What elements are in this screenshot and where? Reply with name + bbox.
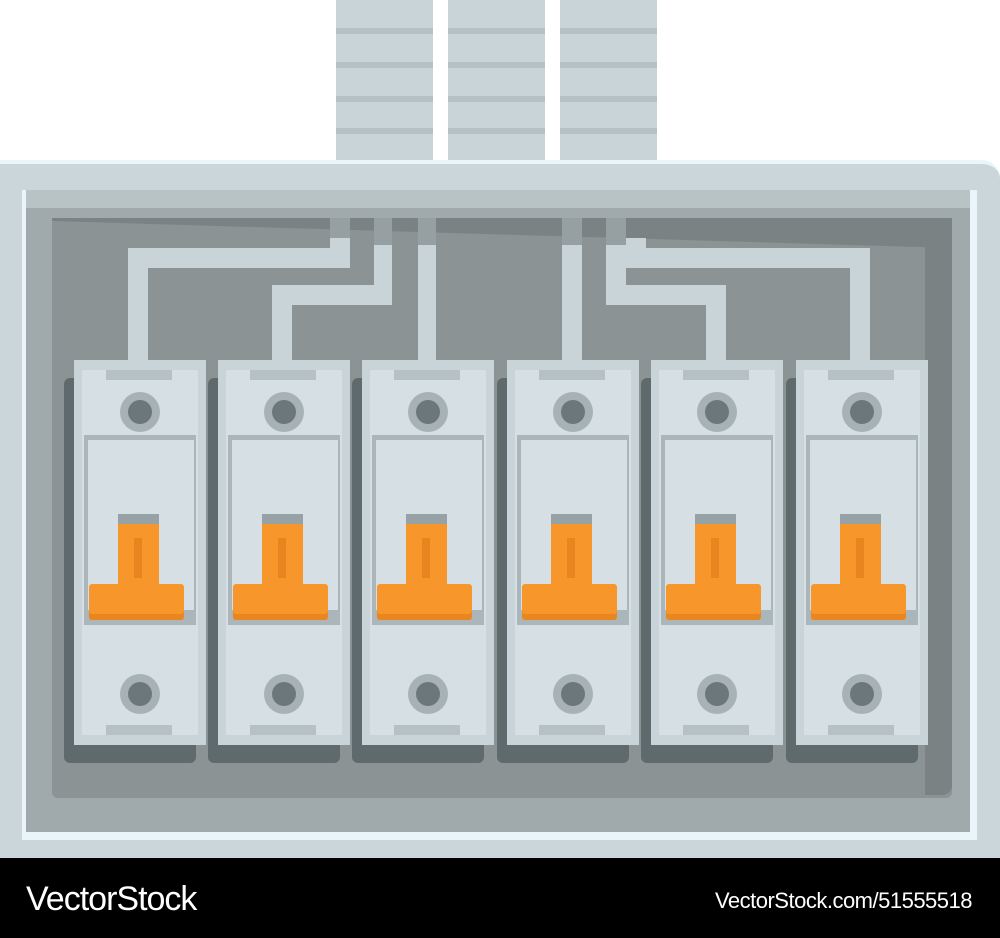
circuit-breaker-4 xyxy=(507,360,639,745)
circuit-breaker-5 xyxy=(651,360,783,745)
wire-5 xyxy=(706,285,726,360)
circuit-breaker-1 xyxy=(74,360,206,745)
circuit-breaker-3 xyxy=(362,360,494,745)
wire-entry-2 xyxy=(374,218,392,248)
panel-right-shadow xyxy=(925,240,952,795)
circuit-breaker-2 xyxy=(218,360,350,745)
wire-entry-4 xyxy=(562,218,582,248)
wire-1-horizontal xyxy=(128,248,350,268)
wire-5-horizontal xyxy=(606,285,726,305)
screw-icon xyxy=(408,392,448,432)
toggle-lever[interactable] xyxy=(811,584,906,620)
wire-2-vertical xyxy=(374,245,392,305)
wire-1 xyxy=(128,248,148,360)
screw-icon xyxy=(553,392,593,432)
screw-icon xyxy=(120,674,160,714)
conduit-middle xyxy=(448,0,545,160)
conduit-left xyxy=(336,0,433,160)
wire-2-horizontal xyxy=(272,285,392,305)
footer-bar: VectorStock VectorStock.com/51555518 xyxy=(0,858,1000,938)
toggle-lever[interactable] xyxy=(233,584,328,620)
wire-6-horizontal xyxy=(626,248,870,268)
wire-entry-3 xyxy=(418,218,436,248)
toggle-lever[interactable] xyxy=(666,584,761,620)
screw-icon xyxy=(842,392,882,432)
circuit-breaker-6 xyxy=(796,360,928,745)
screw-icon xyxy=(408,674,448,714)
screw-icon xyxy=(264,674,304,714)
conduit-right xyxy=(560,0,657,160)
toggle-lever[interactable] xyxy=(522,584,617,620)
wire-4 xyxy=(562,245,582,360)
screw-icon xyxy=(120,392,160,432)
wire-1-vertical xyxy=(330,238,350,268)
wire-entry-5 xyxy=(606,218,626,248)
screw-icon xyxy=(842,674,882,714)
toggle-lever[interactable] xyxy=(377,584,472,620)
toggle-lever[interactable] xyxy=(89,584,184,620)
frame-rim-shadow xyxy=(26,190,970,208)
wire-3 xyxy=(418,245,436,360)
image-url[interactable]: VectorStock.com/51555518 xyxy=(714,888,973,913)
screw-icon xyxy=(264,392,304,432)
screw-icon xyxy=(697,674,737,714)
brand-logo: VectorStock xyxy=(26,880,197,918)
wire-6 xyxy=(850,248,870,360)
screw-icon xyxy=(553,674,593,714)
screw-icon xyxy=(697,392,737,432)
